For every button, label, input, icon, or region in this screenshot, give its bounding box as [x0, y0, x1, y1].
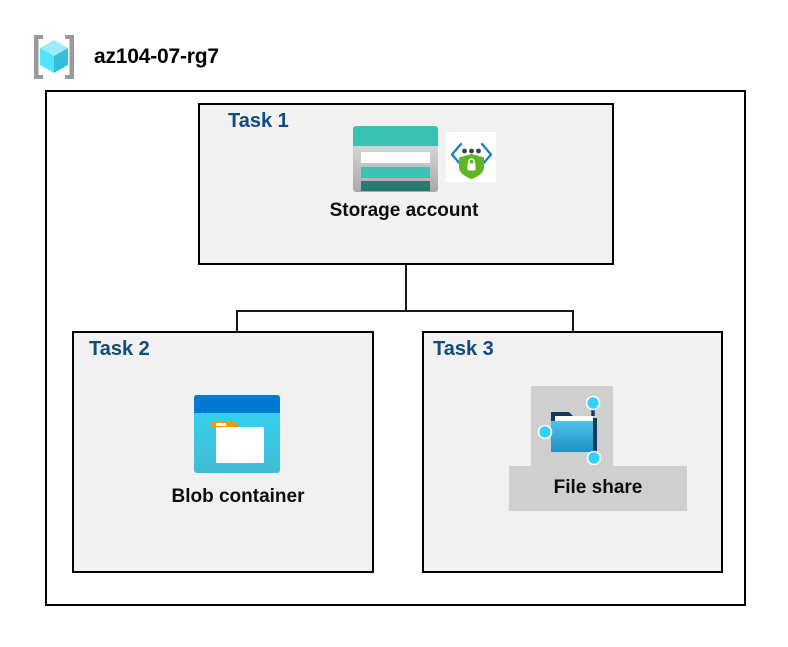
file-share-icon [537, 395, 602, 466]
file-share-icon-group[interactable] [531, 390, 615, 470]
task-1-label: Task 1 [228, 110, 289, 132]
resource-group-cube-icon [34, 35, 74, 79]
blob-container-caption: Blob container [171, 486, 305, 507]
connector-horizontal-bar [236, 310, 574, 312]
blob-container-icon-group[interactable] [190, 391, 284, 477]
secure-endpoint-shield-icon [446, 132, 496, 182]
task-2-label: Task 2 [89, 338, 150, 360]
resource-group-boundary [45, 90, 746, 606]
resource-group-header: az104-07-rg7 [28, 26, 358, 88]
resource-group-name: az104-07-rg7 [94, 45, 219, 68]
storage-account-icon [353, 126, 496, 192]
storage-account-icon-group[interactable] [351, 124, 499, 194]
storage-account-caption: Storage account [329, 200, 479, 221]
blob-container-icon [194, 395, 280, 473]
file-share-caption: File share [553, 477, 643, 498]
task-3-label: Task 3 [433, 338, 494, 360]
file-share-selection-highlight-label [509, 466, 687, 511]
